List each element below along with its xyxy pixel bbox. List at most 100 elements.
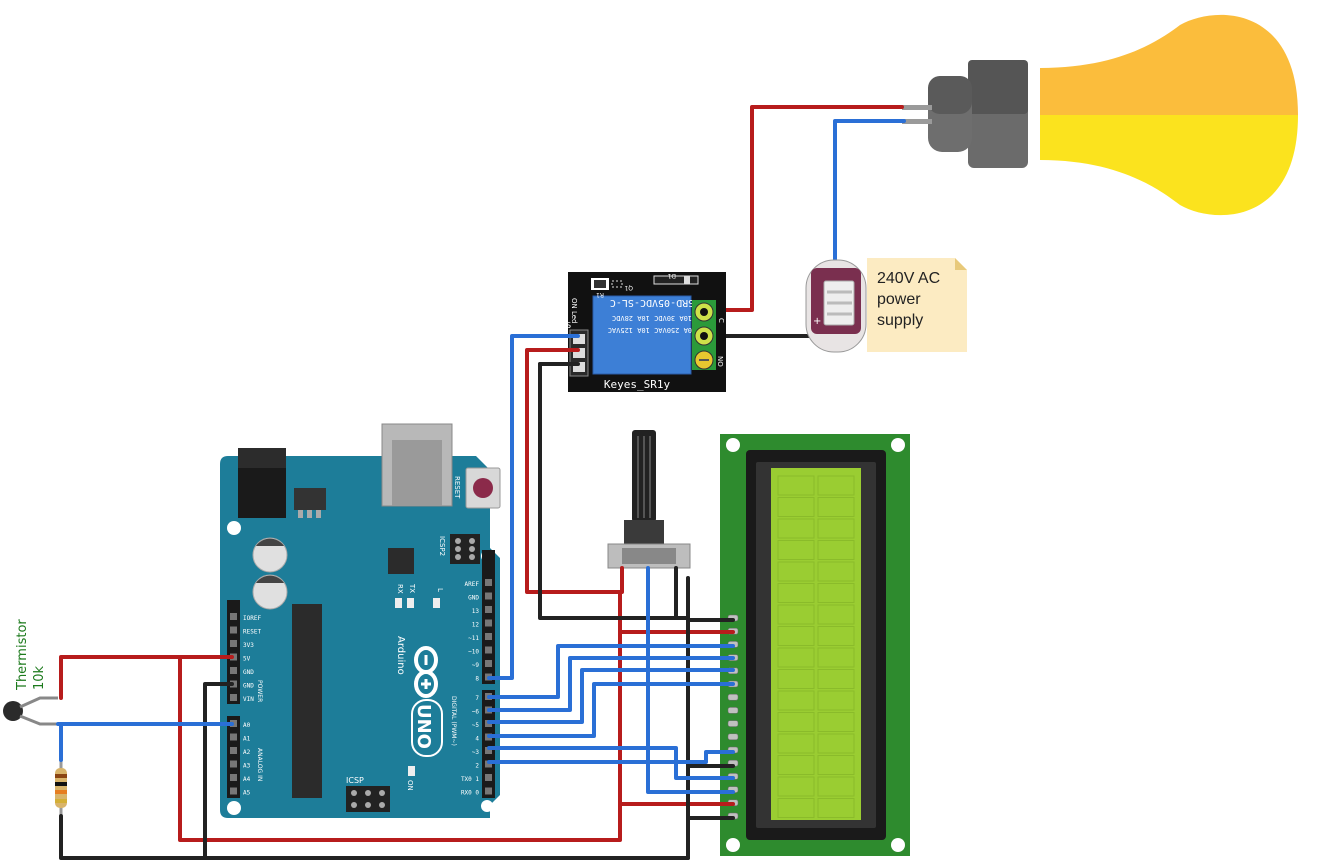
lcd-cell: [777, 540, 815, 560]
lcd-cell: [817, 475, 855, 496]
analog-pin: [230, 760, 237, 768]
lcd-cell: [817, 690, 855, 711]
digital-pin-label: ~5: [472, 722, 480, 729]
arduino-tx-label: TX: [408, 583, 416, 593]
digital-pin-label: 8: [475, 676, 479, 683]
power-pin: [230, 613, 237, 620]
digital-pin: [485, 646, 492, 654]
relay-no-label: NO: [716, 356, 724, 367]
power-pin: [230, 667, 237, 674]
relay-c-label: C: [717, 318, 725, 323]
arduino-brand: Arduino: [395, 636, 406, 675]
relay-d1: D1: [667, 272, 676, 279]
thermistor: Thermistor 10k: [3, 619, 58, 726]
analog-pin-label: A2: [243, 749, 251, 756]
power-pin: [230, 640, 237, 647]
digital-pin: [485, 633, 492, 640]
digital-pin: [485, 606, 492, 613]
lcd-cell: [777, 626, 815, 646]
lcd-cell: [777, 712, 815, 732]
digital-pin-label: ~10: [468, 649, 479, 656]
analog-pin: [230, 787, 237, 795]
lcd-cell: [777, 647, 815, 668]
lcd-cell: [817, 647, 855, 668]
power-pin-label: GND: [243, 669, 254, 676]
lcd-cell: [817, 669, 855, 689]
arduino-reset-label: RESET: [453, 476, 461, 499]
digital-pin-label: 13: [472, 608, 480, 615]
lcd-pin: [727, 693, 739, 701]
lcd-cell: [817, 626, 855, 646]
lcd-cell: [777, 733, 815, 754]
circuit-wires: [56, 334, 735, 860]
resistor-10k: [55, 760, 67, 816]
digital-pin-label: 7: [475, 695, 479, 702]
lcd-cell: [777, 776, 815, 797]
digital-pin-label: RX0 0: [461, 790, 479, 797]
digital-pin-label: ~11: [468, 635, 479, 642]
digital-pin: [485, 760, 492, 768]
lcd-cell: [777, 561, 815, 582]
relay-model: SRD-05VDC-SL-C: [610, 297, 694, 308]
digital-pin-label: TX0 1: [461, 776, 479, 783]
lcd-cell: [817, 604, 855, 625]
power-pin-label: RESET: [243, 629, 261, 636]
digital-pin-label: ~6: [472, 709, 480, 716]
lcd-cell: [817, 733, 855, 754]
lcd-cell: [817, 583, 855, 603]
lcd-cell: [817, 776, 855, 797]
power-pin-label: IOREF: [243, 615, 261, 622]
lcd-cell: [777, 518, 815, 539]
digital-pin: [485, 787, 492, 795]
digital-pin-label: 2: [475, 763, 479, 770]
digital-pin-label: ~9: [472, 662, 480, 669]
potentiometer: [607, 430, 691, 569]
arduino-analog-label: ANALOG IN: [256, 748, 263, 781]
lcd-cell: [817, 561, 855, 582]
light-bulb: [902, 14, 1298, 216]
relay-q1: Q1: [624, 284, 633, 291]
analog-pin: [230, 733, 237, 741]
thermistor-value: 10k: [32, 665, 47, 690]
analog-pin: [230, 774, 237, 781]
relay-r1: R1: [596, 291, 604, 298]
digital-pin-label: AREF: [465, 581, 480, 588]
power-pin: [230, 626, 237, 634]
note-240v: 240V AC power supply: [867, 258, 967, 352]
lcd-display: [720, 434, 910, 856]
lcd-cell: [777, 798, 815, 818]
lcd-cell: [777, 475, 815, 496]
digital-pin: [485, 747, 492, 754]
arduino-icsp-label: ICSP: [346, 776, 364, 785]
lcd-cell: [817, 497, 855, 517]
analog-pin-label: A5: [243, 790, 251, 797]
digital-pin-label: ~3: [472, 749, 480, 756]
lcd-cell: [777, 755, 815, 775]
analog-pin: [230, 747, 237, 754]
power-pin-label: GND: [243, 683, 254, 690]
relay-brand: Keyes_SR1y: [604, 378, 671, 391]
lcd-cell: [777, 583, 815, 603]
digital-pin: [485, 579, 492, 586]
digital-pin: [485, 774, 492, 781]
lcd-cell: [777, 690, 815, 711]
analog-pin-label: A0: [243, 722, 251, 729]
digital-pin-label: GND: [468, 595, 479, 602]
note-line2: power: [877, 291, 921, 308]
lcd-pin: [727, 720, 739, 727]
arduino-power-label: POWER: [256, 680, 263, 702]
arduino-model: UNO: [413, 704, 434, 749]
note-line3: supply: [877, 312, 923, 329]
arduino-rx-label: RX: [396, 584, 404, 594]
arduino-uno: RESET ICSP2 TX RX L Arduino UNO ON ICS: [220, 423, 501, 818]
power-supply-connector: +: [805, 259, 867, 353]
lcd-cell: [817, 755, 855, 775]
lcd-cell: [777, 604, 815, 625]
digital-pin: [485, 660, 492, 667]
analog-pin-label: A3: [243, 763, 251, 770]
lcd-cell: [777, 497, 815, 517]
power-pin: [230, 694, 237, 701]
relay-module: SRD-05VDC-SL-C 10A 250VAC 10A 125VAC 10A…: [566, 272, 726, 392]
digital-pin: [485, 592, 492, 600]
